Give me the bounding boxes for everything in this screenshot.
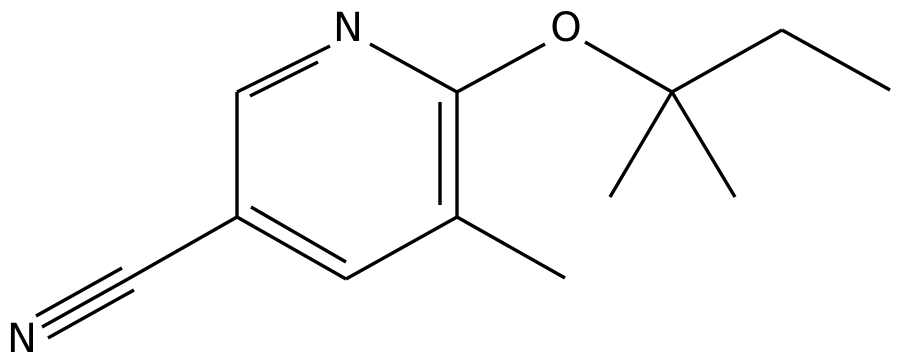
bond-c6-n1 xyxy=(369,42,458,94)
nitrile-nitrogen-label: N xyxy=(7,316,37,362)
bond-c6-o xyxy=(456,42,546,94)
bond-n1-c2-inner xyxy=(249,60,319,98)
bond-c3-cn xyxy=(127,215,238,281)
bond-c5-methyl xyxy=(456,215,566,280)
tert-pentyloxy-group xyxy=(456,28,891,198)
bond-c3-c4-inner xyxy=(250,205,347,264)
bond-c4-c5 xyxy=(345,215,458,281)
bond-n1-c2 xyxy=(236,44,331,94)
bond-cq-ch2 xyxy=(671,28,783,94)
bond-ch2-ch3 xyxy=(781,28,891,92)
bond-cn-triple-2 xyxy=(41,277,129,329)
ether-oxygen-label: O xyxy=(550,5,581,51)
bond-c3-c4 xyxy=(236,215,347,281)
nitrile-group xyxy=(35,215,238,340)
pyridine-ring xyxy=(235,42,459,281)
bond-cn-triple-3 xyxy=(47,288,135,340)
ring-nitrogen-label: N xyxy=(333,5,363,51)
bond-o-cq xyxy=(584,40,673,94)
bond-cn-triple-1 xyxy=(35,266,123,318)
bond-cq-methyl-left xyxy=(608,91,674,198)
bond-cq-methyl-right xyxy=(670,91,737,198)
